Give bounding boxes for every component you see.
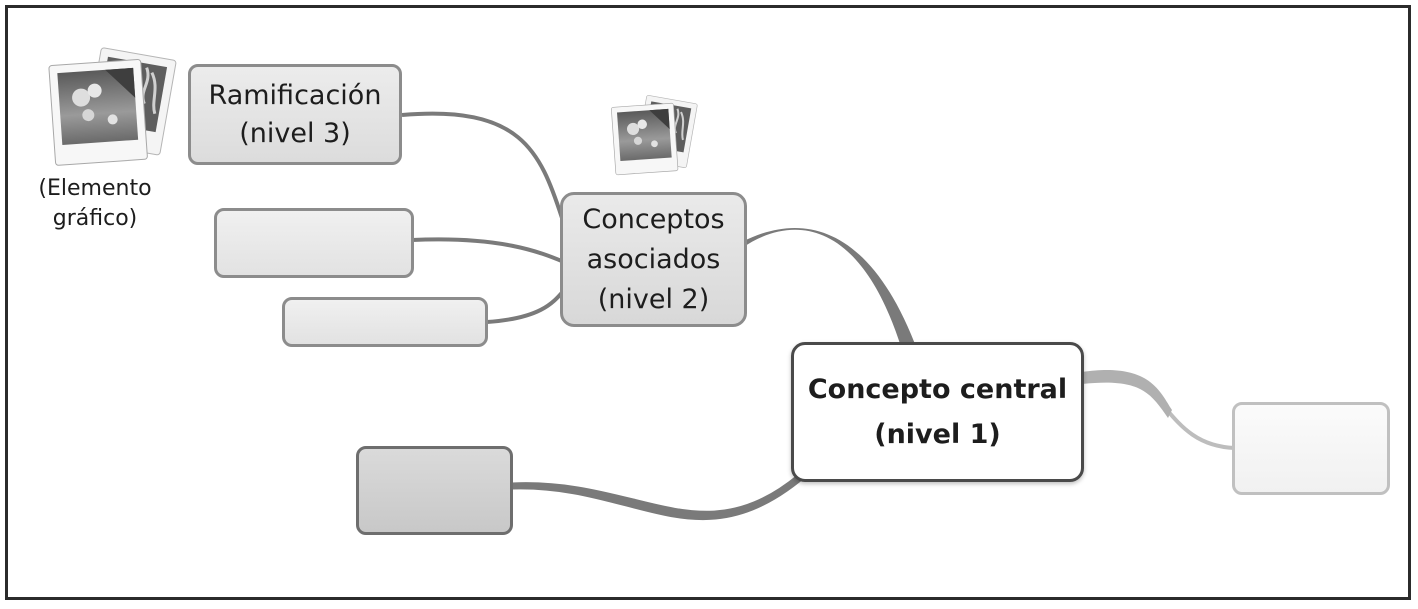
central-node-line-1: Concepto central [807,374,1068,405]
branch-central-to-bottom-box [510,468,813,520]
caption-line-2: gráfico) [52,206,138,231]
level3-node-line-1: Ramificación [208,79,382,111]
empty-branch-box[interactable] [356,446,513,535]
central-node-line-2: (nivel 1) [874,419,1001,450]
photo-stack-icon [611,95,698,176]
branch-level2-to-box2 [486,286,568,324]
branch-level2-to-box1 [411,237,565,264]
level2-node-line-2: asociados [586,243,721,275]
empty-branch-box[interactable] [1232,402,1390,495]
photo-stack-icon [48,47,177,166]
level3-node-line-2: (nivel 3) [239,117,351,149]
empty-branch-box[interactable] [214,208,414,278]
graphic-element-caption: (Elemento gráfico) [20,174,170,234]
level2-node-line-1: Conceptos [582,203,725,235]
level3-node[interactable]: Ramificación (nivel 3) [188,64,402,165]
caption-line-1: (Elemento [38,176,152,201]
branch-central-to-level2 [742,227,918,352]
central-node[interactable]: Concepto central (nivel 1) [791,342,1084,482]
level2-node[interactable]: Conceptos asociados (nivel 2) [560,192,747,327]
empty-branch-box[interactable] [282,297,488,347]
branch-level2-to-level3 [401,111,564,219]
level2-node-line-3: (nivel 2) [597,283,710,315]
branch-central-to-right-box [1081,372,1236,450]
